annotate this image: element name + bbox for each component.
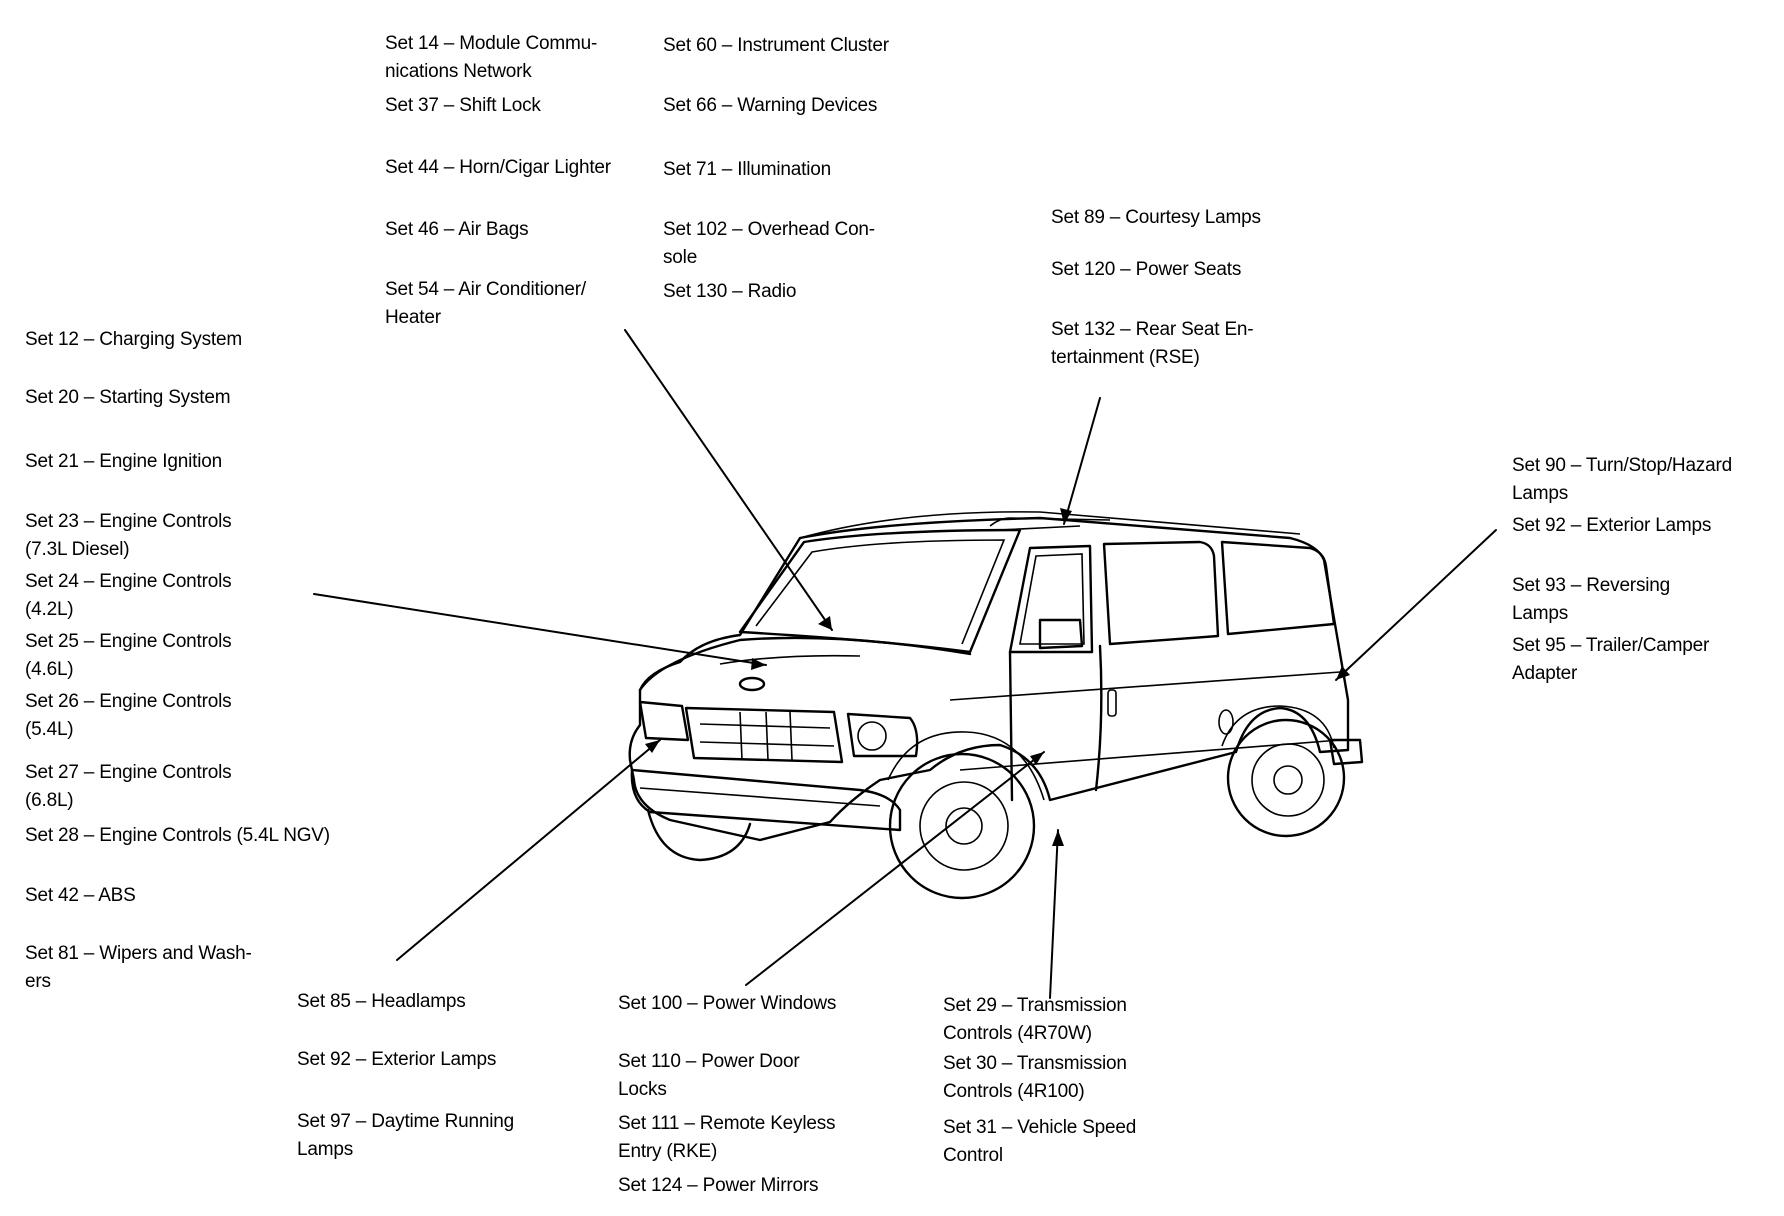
- label-set-12: Set 12 – Charging System: [25, 329, 242, 350]
- label-set-25: Set 25 – Engine Controls(4.6L): [25, 631, 232, 680]
- label-set-27: Set 27 – Engine Controls(6.8L): [25, 762, 232, 811]
- leader-lines: [313, 329, 1497, 999]
- leader-line-right: [1335, 529, 1497, 681]
- label-set-28: Set 28 – Engine Controls (5.4L NGV): [25, 825, 330, 846]
- arrowhead-bottom-right: [1052, 830, 1064, 846]
- label-set-71: Set 71 – Illumination: [663, 159, 831, 180]
- label-set-21: Set 21 – Engine Ignition: [25, 451, 222, 472]
- label-set-54: Set 54 – Air Conditioner/Heater: [385, 279, 586, 328]
- leader-line-left: [313, 593, 767, 666]
- label-set-92-right: Set 92 – Exterior Lamps: [1512, 515, 1712, 536]
- van-illustration: [628, 511, 1364, 900]
- label-set-42: Set 42 – ABS: [25, 885, 136, 906]
- arrowhead-top-right: [1060, 508, 1072, 524]
- arrowhead-bottom-middle: [1030, 752, 1044, 765]
- label-set-132: Set 132 – Rear Seat En-tertainment (RSE): [1051, 319, 1254, 368]
- arrowhead-top-left: [818, 616, 832, 630]
- label-set-81: Set 81 – Wipers and Wash-ers: [25, 943, 252, 992]
- label-set-85: Set 85 – Headlamps: [297, 991, 466, 1012]
- label-set-24: Set 24 – Engine Controls(4.2L): [25, 571, 232, 620]
- arrowhead-right: [1336, 666, 1350, 680]
- leader-line-bottom-right: [1049, 829, 1059, 999]
- label-set-14: Set 14 – Module Commu-nications Network: [385, 33, 598, 82]
- leader-line-bottom-middle: [745, 751, 1045, 986]
- label-set-60: Set 60 – Instrument Cluster: [663, 35, 889, 56]
- arrowhead-bottom-left: [645, 740, 660, 753]
- leader-line-top-right: [1063, 397, 1101, 525]
- label-set-92-bottom: Set 92 – Exterior Lamps: [297, 1049, 497, 1070]
- label-set-130: Set 130 – Radio: [663, 281, 797, 302]
- label-set-20: Set 20 – Starting System: [25, 387, 231, 408]
- leader-line-bottom-left: [396, 739, 661, 961]
- label-set-120: Set 120 – Power Seats: [1051, 259, 1242, 280]
- arrowhead-left: [751, 658, 766, 670]
- label-set-124: Set 124 – Power Mirrors: [618, 1175, 819, 1196]
- label-set-89: Set 89 – Courtesy Lamps: [1051, 207, 1261, 228]
- label-set-23: Set 23 – Engine Controls(7.3L Diesel): [25, 511, 232, 560]
- label-set-66: Set 66 – Warning Devices: [663, 95, 878, 116]
- label-set-26: Set 26 – Engine Controls(5.4L): [25, 691, 232, 740]
- label-set-102: Set 102 – Overhead Con-sole: [663, 219, 875, 268]
- leader-line-top-left: [624, 329, 833, 631]
- label-set-46: Set 46 – Air Bags: [385, 219, 529, 240]
- label-set-37: Set 37 – Shift Lock: [385, 95, 541, 116]
- label-set-44: Set 44 – Horn/Cigar Lighter: [385, 157, 611, 178]
- label-set-100: Set 100 – Power Windows: [618, 993, 837, 1014]
